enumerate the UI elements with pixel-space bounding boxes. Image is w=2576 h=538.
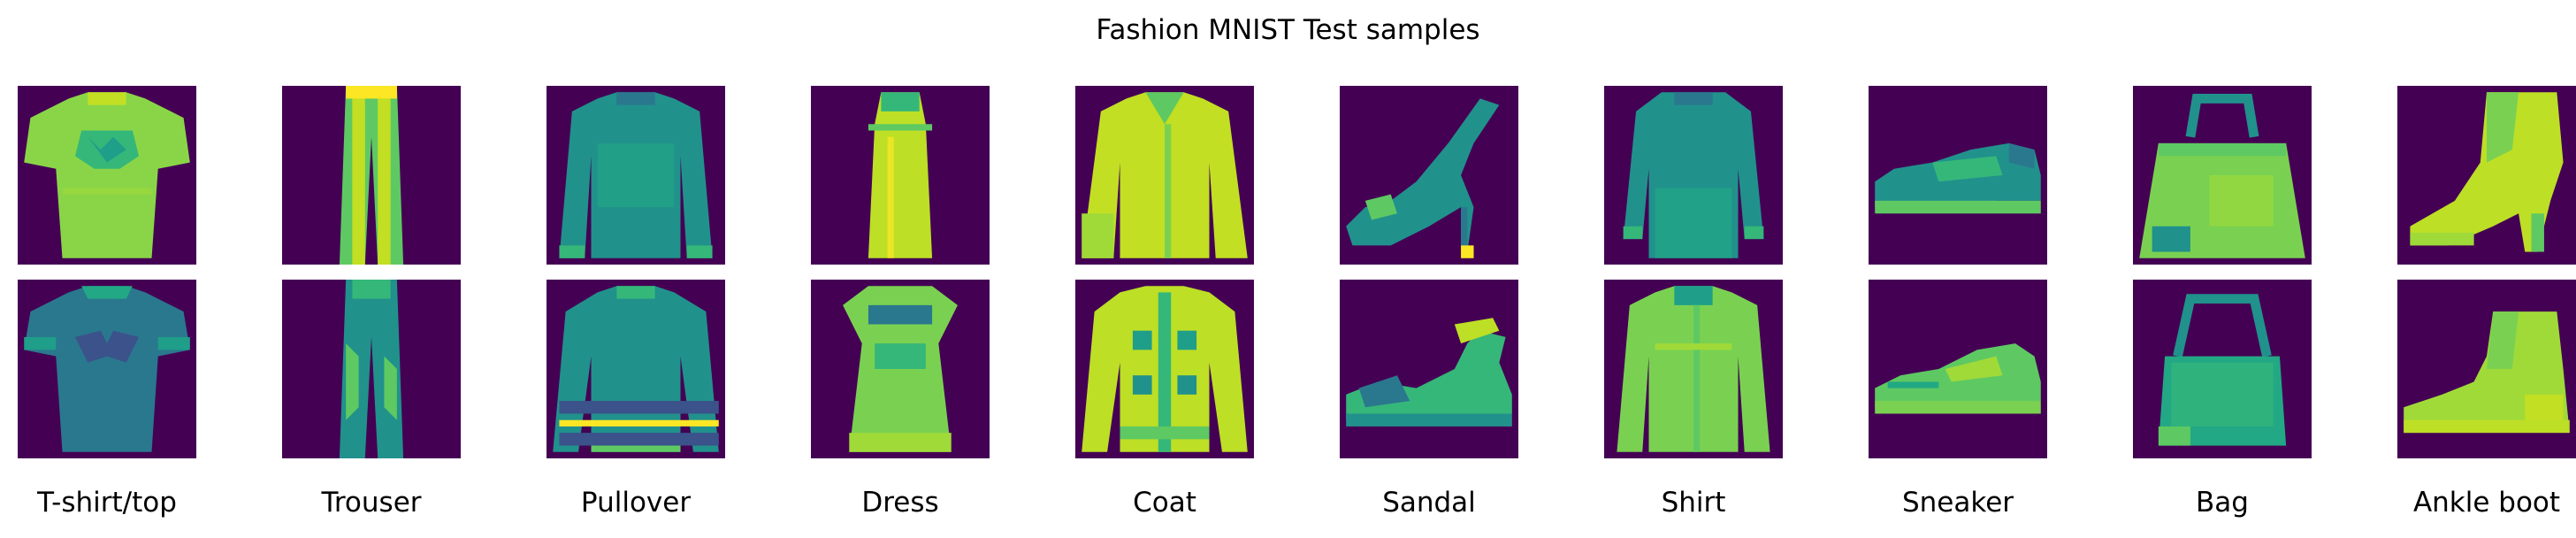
sample-image (282, 86, 461, 265)
class-label: Sneaker (1901, 487, 2014, 519)
class-column-trouser: Trouser (282, 0, 461, 538)
class-column-sandal: Sandal (1340, 0, 1518, 538)
sample-image (18, 280, 196, 458)
class-column-ankle-boot: Ankle boot (2397, 0, 2576, 538)
sample-image (1604, 280, 1783, 458)
sample-image (2133, 280, 2312, 458)
class-label: Bag (2196, 487, 2249, 519)
class-label: Pullover (580, 487, 692, 519)
class-column-pullover: Pullover (547, 0, 725, 538)
sample-image (18, 86, 196, 265)
sample-image (2133, 86, 2312, 265)
sample-image (547, 280, 725, 458)
sample-image (1340, 280, 1518, 458)
sample-image (1604, 86, 1783, 265)
class-column-shirt: Shirt (1604, 0, 1783, 538)
class-label: Dress (861, 487, 939, 519)
sample-image (1869, 280, 2047, 458)
class-column-dress: Dress (811, 0, 990, 538)
sample-image (811, 86, 990, 265)
class-label: Shirt (1661, 487, 1726, 519)
sample-image (547, 86, 725, 265)
class-column-tshirt: T-shirt/top (18, 0, 196, 538)
sample-image (1075, 86, 1254, 265)
sample-image (811, 280, 990, 458)
sample-image (1340, 86, 1518, 265)
sample-image (2397, 86, 2576, 265)
class-label: Trouser (321, 487, 422, 519)
class-column-bag: Bag (2133, 0, 2312, 538)
class-label: Coat (1133, 487, 1196, 519)
class-label: Sandal (1382, 487, 1476, 519)
class-label: Ankle boot (2412, 487, 2561, 519)
figure-title: Fashion MNIST Test samples (1096, 14, 1480, 46)
sample-image (282, 280, 461, 458)
sample-image (1869, 86, 2047, 265)
sample-image (2397, 280, 2576, 458)
class-column-coat: Coat (1075, 0, 1254, 538)
sample-image (1075, 280, 1254, 458)
class-label: T-shirt/top (37, 487, 177, 519)
class-column-sneaker: Sneaker (1869, 0, 2047, 538)
